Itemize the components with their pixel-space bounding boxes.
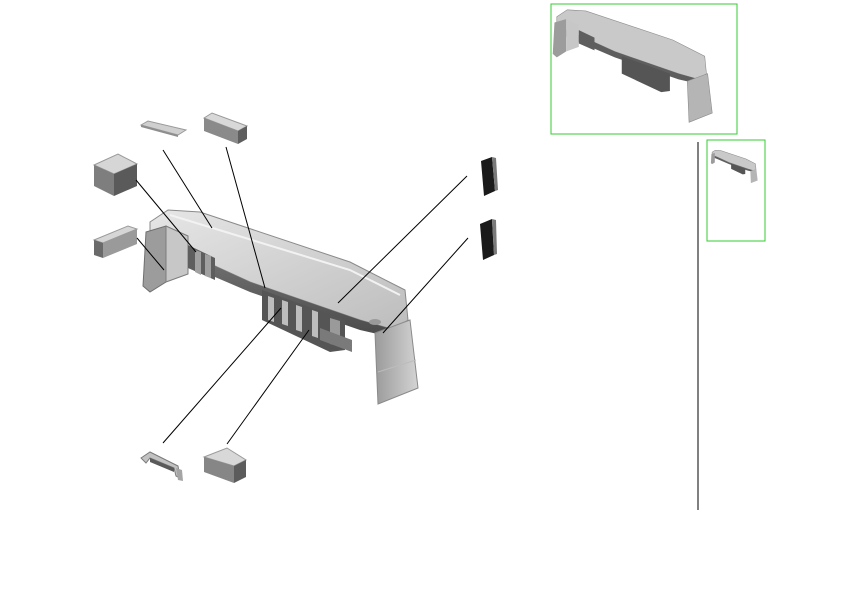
thumbnail-large-housing [552,9,713,123]
leader-line-block-top [225,146,266,289]
small-bracket-part [140,451,183,481]
leader-lines [135,146,469,445]
leader-line-strip [162,149,213,229]
leader-line-pad-lower [382,237,469,334]
black-pad-upper-part [481,157,498,196]
leader-line-cube [135,179,197,253]
leader-line-pad-upper [337,175,468,304]
main-housing-part [142,209,419,405]
thumbnail-small-housing [710,149,758,184]
leader-line-block-bottom [226,329,310,445]
foam-block-top-part [202,112,249,144]
thumbnail-small-view[interactable] [706,139,766,242]
foam-strip-part [139,120,188,137]
foam-block-bottom-part [202,447,248,483]
leader-line-bracket [162,307,282,444]
black-pad-lower-part [480,219,497,260]
foam-block-left-part [92,225,139,258]
leader-line-block-left [136,237,165,271]
foam-cube-part [92,153,139,196]
thumbnail-large-view[interactable] [550,3,738,135]
